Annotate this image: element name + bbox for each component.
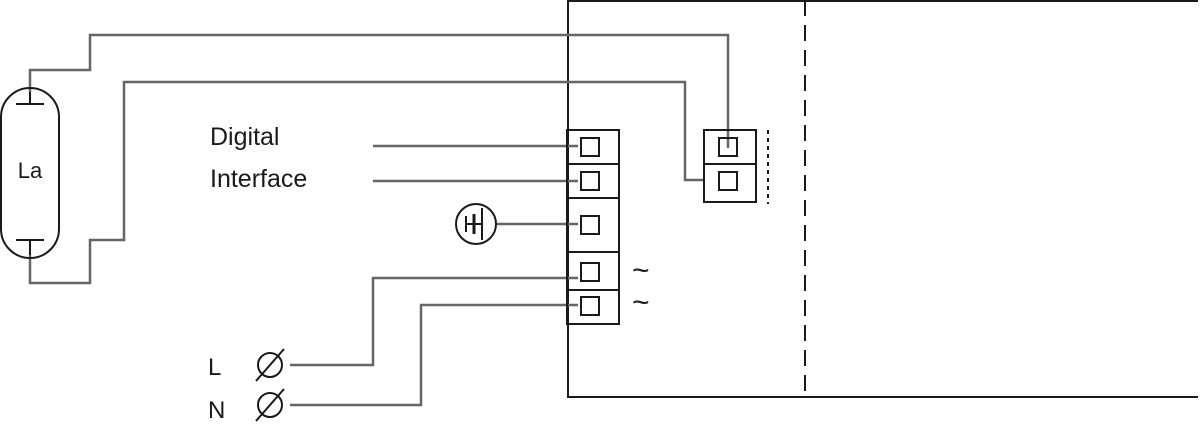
- terminal-slot-neutral: [580, 296, 600, 316]
- wire-neutral: [290, 303, 578, 407]
- wire-lamp-top: [28, 33, 730, 148]
- wires: [28, 33, 730, 407]
- digital-interface-label-line2: Interface: [210, 165, 307, 193]
- main-terminal-block: [566, 129, 620, 325]
- ac-symbol-2: ~: [632, 286, 650, 319]
- lamp-label: La: [18, 158, 43, 183]
- terminal-slot-earth: [580, 215, 600, 235]
- lamp-terminal-block: [703, 129, 757, 203]
- neutral-label: N: [208, 397, 225, 424]
- earth-ground-icon: [455, 203, 497, 245]
- wire-lamp-bottom: [28, 80, 705, 285]
- terminal-slot-2: [580, 171, 600, 191]
- phi-terminal-icon: [255, 348, 285, 382]
- terminal-slot-1: [580, 137, 600, 157]
- wire-live: [290, 276, 578, 367]
- lamp-terminal-slot-1: [718, 137, 738, 157]
- ac-symbol-1: ~: [632, 254, 650, 287]
- digital-interface-label-line1: Digital: [210, 123, 279, 151]
- live-label: L: [208, 354, 221, 381]
- lamp-terminal-slot-2: [718, 171, 738, 191]
- terminal-slot-live: [580, 262, 600, 282]
- phi-terminal-icon: [255, 388, 285, 422]
- ballast-housing: [567, 0, 1198, 398]
- fluorescent-lamp-icon: [0, 87, 60, 259]
